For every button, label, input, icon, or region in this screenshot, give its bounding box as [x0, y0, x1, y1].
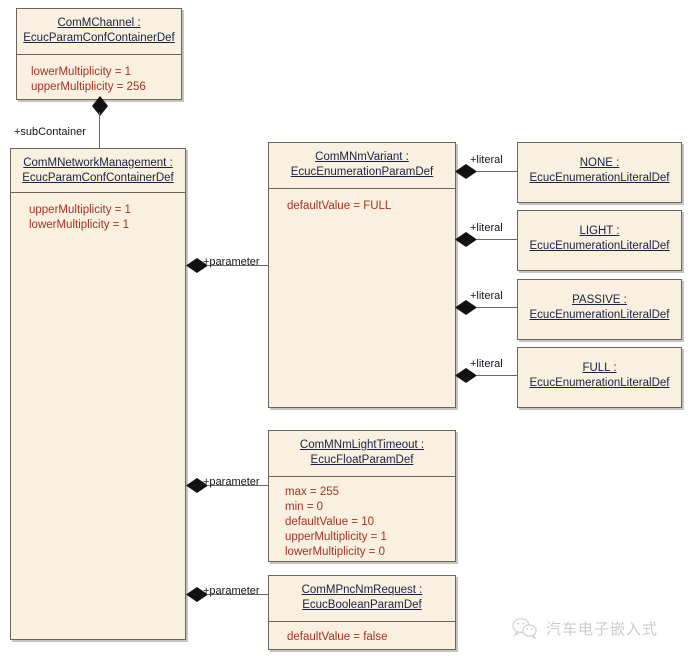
role-label-literal-none: +literal — [470, 154, 503, 166]
role-label-sub-container: +subContainer — [14, 126, 86, 138]
connector-parameter-variant — [207, 265, 268, 266]
role-label-parameter-pnc-nm-request: +parameter — [203, 585, 260, 597]
role-label-literal-full: +literal — [470, 358, 503, 370]
class-name: ComMPncNmRequest : — [301, 584, 423, 596]
class-header-com-m-channel: ComMChannel : EcucParamConfContainerDef — [17, 9, 181, 55]
class-stereotype: EcucFloatParamDef — [310, 454, 414, 466]
class-header-literal-none: NONE : EcucEnumerationLiteralDef — [518, 143, 681, 202]
attribute: defaultValue = false — [287, 631, 388, 643]
class-header-com-m-nm-variant: ComMNmVariant : EcucEnumerationParamDef — [269, 143, 455, 189]
class-stereotype: EcucEnumerationLiteralDef — [529, 309, 670, 321]
class-box-com-m-channel[interactable]: ComMChannel : EcucParamConfContainerDef … — [16, 8, 182, 100]
class-stereotype: EcucBooleanParamDef — [302, 599, 422, 611]
role-label-parameter-light-timeout: +parameter — [203, 476, 260, 488]
class-header-com-m-nm-light-timeout: ComMNmLightTimeout : EcucFloatParamDef — [269, 431, 455, 477]
class-stereotype: EcucEnumerationParamDef — [290, 166, 434, 178]
class-name: ComMNmLightTimeout : — [299, 439, 425, 451]
class-name: ComMChannel : — [57, 17, 141, 29]
class-box-literal-light[interactable]: LIGHT : EcucEnumerationLiteralDef — [517, 210, 682, 271]
attribute: upperMultiplicity = 1 — [285, 531, 387, 543]
wechat-icon — [512, 617, 538, 639]
class-stereotype: EcucEnumerationLiteralDef — [529, 172, 670, 184]
role-label-literal-passive: +literal — [470, 290, 503, 302]
class-box-com-m-nm-light-timeout[interactable]: ComMNmLightTimeout : EcucFloatParamDef m… — [268, 430, 456, 562]
connector-literal-passive — [476, 307, 517, 308]
class-stereotype: EcucParamConfContainerDef — [23, 32, 175, 44]
class-name: ComMNetworkManagement : — [23, 157, 173, 169]
class-header-literal-passive: PASSIVE : EcucEnumerationLiteralDef — [518, 280, 681, 339]
class-name: ComMNmVariant : — [315, 151, 409, 163]
role-label-literal-light: +literal — [470, 222, 503, 234]
attribute: defaultValue = 10 — [285, 516, 374, 528]
attribute: defaultValue = FULL — [287, 200, 392, 212]
attribute: lowerMultiplicity = 1 — [29, 219, 130, 231]
composition-diamond-literal-passive — [455, 300, 477, 315]
class-stereotype: EcucParamConfContainerDef — [22, 172, 174, 184]
attribute: upperMultiplicity = 256 — [31, 81, 146, 93]
class-stereotype: EcucEnumerationLiteralDef — [529, 377, 670, 389]
class-header-com-m-network-management: ComMNetworkManagement : EcucParamConfCon… — [11, 149, 185, 193]
attribute: lowerMultiplicity = 1 — [31, 66, 132, 78]
class-attributes-com-m-network-management: upperMultiplicity = 1 lowerMultiplicity … — [11, 193, 185, 239]
composition-diamond-parameter-pnc-nm-request — [186, 587, 208, 602]
class-attributes-com-m-nm-light-timeout: max = 255 min = 0 defaultValue = 10 uppe… — [269, 477, 455, 566]
connector-parameter-pnc-nm-request — [207, 594, 268, 595]
connector-sub-container — [99, 112, 100, 148]
class-attributes-com-m-nm-variant: defaultValue = FULL — [269, 189, 455, 220]
attribute: max = 255 — [285, 486, 340, 498]
composition-diamond-literal-none — [455, 164, 477, 179]
connector-literal-full — [476, 375, 517, 376]
connector-literal-light — [476, 239, 517, 240]
class-box-literal-full[interactable]: FULL : EcucEnumerationLiteralDef — [517, 347, 682, 408]
composition-diamond-literal-light — [455, 232, 477, 247]
class-header-literal-full: FULL : EcucEnumerationLiteralDef — [518, 348, 681, 407]
class-attributes-com-m-pnc-nm-request: defaultValue = false — [269, 622, 455, 651]
class-name: PASSIVE : — [572, 294, 627, 306]
class-box-literal-none[interactable]: NONE : EcucEnumerationLiteralDef — [517, 142, 682, 203]
connector-parameter-light-timeout — [207, 485, 268, 486]
watermark: 汽车电子嵌入式 — [512, 610, 687, 646]
class-box-com-m-network-management[interactable]: ComMNetworkManagement : EcucParamConfCon… — [10, 148, 186, 640]
attribute: min = 0 — [285, 501, 324, 513]
class-box-literal-passive[interactable]: PASSIVE : EcucEnumerationLiteralDef — [517, 279, 682, 340]
class-header-literal-light: LIGHT : EcucEnumerationLiteralDef — [518, 211, 681, 270]
composition-diamond-parameter-variant — [186, 258, 208, 273]
composition-diamond-literal-full — [455, 368, 477, 383]
class-box-com-m-pnc-nm-request[interactable]: ComMPncNmRequest : EcucBooleanParamDef d… — [268, 575, 456, 650]
class-attributes-com-m-channel: lowerMultiplicity = 1 upperMultiplicity … — [17, 55, 181, 101]
class-box-com-m-nm-variant[interactable]: ComMNmVariant : EcucEnumerationParamDef … — [268, 142, 456, 408]
class-stereotype: EcucEnumerationLiteralDef — [529, 240, 670, 252]
watermark-text: 汽车电子嵌入式 — [546, 620, 659, 638]
class-name: NONE : — [579, 157, 620, 169]
class-name: LIGHT : — [579, 225, 620, 237]
class-header-com-m-pnc-nm-request: ComMPncNmRequest : EcucBooleanParamDef — [269, 576, 455, 622]
composition-diamond-sub-container — [92, 96, 108, 116]
class-name: FULL : — [582, 362, 617, 374]
role-label-parameter-variant: +parameter — [203, 256, 260, 268]
attribute: upperMultiplicity = 1 — [29, 204, 131, 216]
attribute: lowerMultiplicity = 0 — [285, 546, 386, 558]
connector-literal-none — [476, 171, 517, 172]
composition-diamond-parameter-light-timeout — [186, 478, 208, 493]
